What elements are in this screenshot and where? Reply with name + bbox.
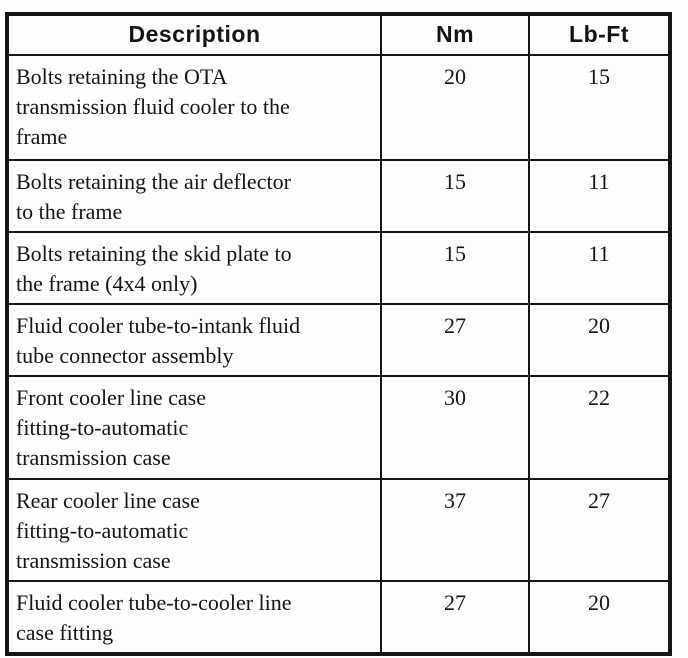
table-row: Bolts retaining the air deflector to the… bbox=[6, 159, 671, 233]
description-cell: Rear cooler line case fitting-to-automat… bbox=[6, 478, 382, 582]
column-header-description: Description bbox=[6, 13, 382, 56]
table-header-row: Description Nm Lb-Ft bbox=[6, 13, 671, 56]
nm-value-cell: 15 bbox=[380, 231, 530, 305]
description-cell: Fluid cooler tube-to-intank fluid tube c… bbox=[6, 303, 382, 377]
lbft-value-cell: 20 bbox=[528, 303, 671, 377]
column-header-lbft: Lb-Ft bbox=[528, 13, 671, 56]
table-row: Fluid cooler tube-to-cooler line case fi… bbox=[6, 580, 671, 655]
description-cell: Bolts retaining the air deflector to the… bbox=[6, 159, 382, 233]
description-cell: Front cooler line case fitting-to-automa… bbox=[6, 375, 382, 480]
table-row: Bolts retaining the skid plate to the fr… bbox=[6, 231, 671, 305]
torque-spec-table: Description Nm Lb-Ft Bolts retaining the… bbox=[5, 12, 672, 656]
lbft-value-cell: 11 bbox=[528, 159, 671, 233]
description-cell: Bolts retaining the OTA transmission flu… bbox=[6, 54, 382, 161]
description-cell: Bolts retaining the skid plate to the fr… bbox=[6, 231, 382, 305]
nm-value-cell: 30 bbox=[380, 375, 530, 480]
nm-value-cell: 15 bbox=[380, 159, 530, 233]
table-row: Bolts retaining the OTA transmission flu… bbox=[6, 54, 671, 161]
column-header-nm: Nm bbox=[380, 13, 530, 56]
lbft-value-cell: 22 bbox=[528, 375, 671, 480]
nm-value-cell: 37 bbox=[380, 478, 530, 582]
lbft-value-cell: 27 bbox=[528, 478, 671, 582]
nm-value-cell: 20 bbox=[380, 54, 530, 161]
table-row: Rear cooler line case fitting-to-automat… bbox=[6, 478, 671, 582]
lbft-value-cell: 20 bbox=[528, 580, 671, 655]
nm-value-cell: 27 bbox=[380, 580, 530, 655]
lbft-value-cell: 11 bbox=[528, 231, 671, 305]
table-row: Fluid cooler tube-to-intank fluid tube c… bbox=[6, 303, 671, 377]
nm-value-cell: 27 bbox=[380, 303, 530, 377]
description-cell: Fluid cooler tube-to-cooler line case fi… bbox=[6, 580, 382, 655]
table-row: Front cooler line case fitting-to-automa… bbox=[6, 375, 671, 480]
lbft-value-cell: 15 bbox=[528, 54, 671, 161]
